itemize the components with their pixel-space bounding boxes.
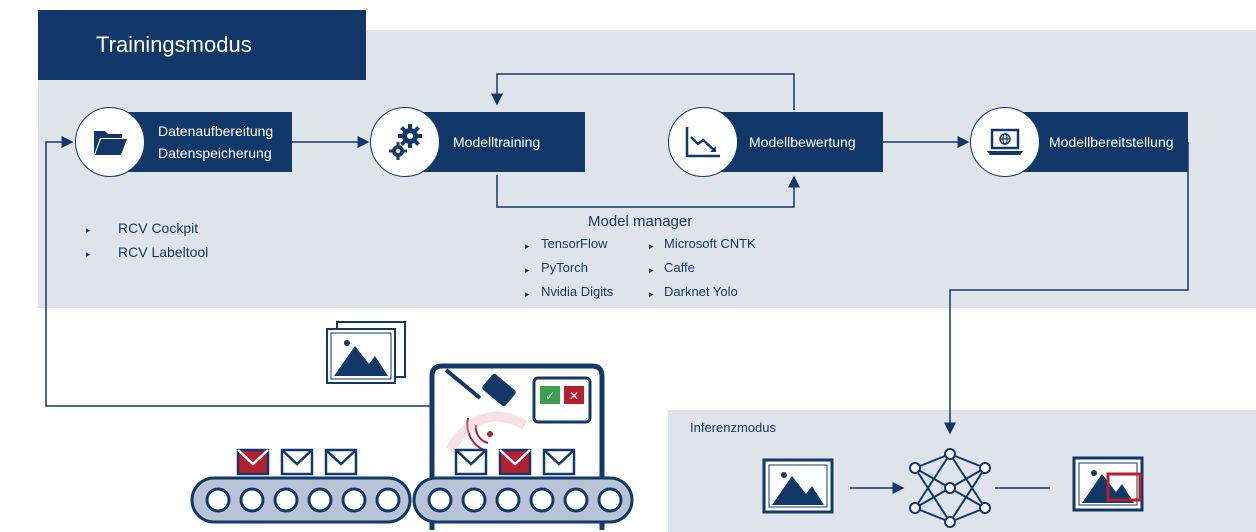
- folder-icon: [75, 107, 145, 177]
- camera-icon: [444, 368, 516, 407]
- production-line-illustration: ✓ ✕: [190, 363, 634, 530]
- svg-text:✕: ✕: [569, 389, 579, 403]
- gears-icon: [370, 107, 440, 177]
- bullet-icon: ▸: [649, 289, 654, 299]
- model-evaluation-label: Modellbewertung: [749, 134, 856, 150]
- inference-mode-title: Inferenzmodus: [690, 420, 776, 435]
- data-storage-label: Datenspeicherung: [158, 145, 272, 161]
- bullet-icon: ▸: [525, 241, 530, 251]
- framework-item: PyTorch: [541, 260, 588, 275]
- model-training-label: Modelltraining: [453, 134, 541, 150]
- input-image-icon: [762, 458, 834, 514]
- framework-item: TensorFlow: [541, 236, 608, 251]
- bullet-icon: ▸: [525, 265, 530, 275]
- tool-item: RCV Cockpit: [118, 220, 199, 236]
- tool-item: RCV Labeltool: [118, 244, 209, 260]
- bullet-icon: ▸: [86, 225, 91, 235]
- model-manager-title: Model manager: [588, 213, 693, 230]
- framework-item: Nvidia Digits: [541, 284, 614, 299]
- image-stack-icon: [326, 321, 406, 384]
- training-mode-title: Trainingsmodus: [38, 10, 366, 80]
- bullet-icon: ▸: [525, 289, 530, 299]
- neural-network-icon: [909, 448, 991, 528]
- data-preparation-label: Datenaufbereitung: [158, 123, 274, 139]
- bullet-icon: ▸: [649, 265, 654, 275]
- laptop-globe-icon: [970, 107, 1040, 177]
- svg-text:✓: ✓: [545, 389, 555, 403]
- detection-result-icon: [1072, 456, 1144, 512]
- declining-chart-icon: [668, 107, 738, 177]
- framework-item: Microsoft CNTK: [664, 236, 756, 251]
- model-deployment-label: Modellbereitstellung: [1049, 134, 1174, 150]
- bullet-icon: ▸: [649, 241, 654, 251]
- framework-item: Caffe: [664, 260, 695, 275]
- framework-item: Darknet Yolo: [664, 284, 738, 299]
- bullet-icon: ▸: [86, 249, 91, 259]
